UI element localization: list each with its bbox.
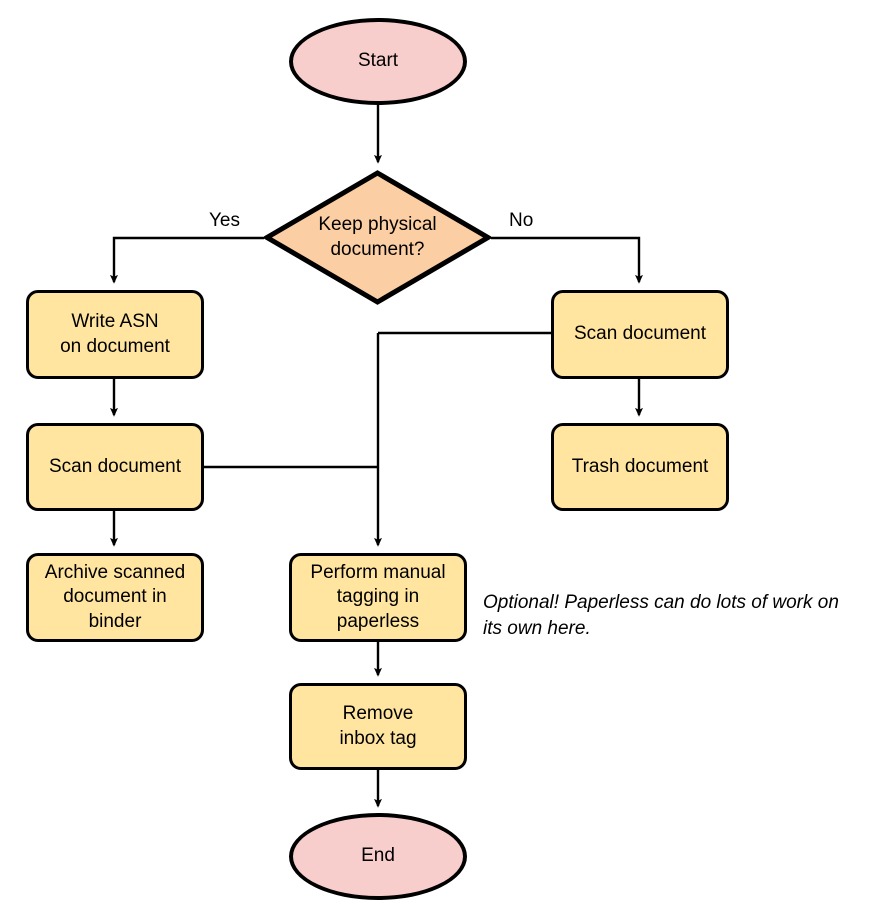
edge-decision-yes-to-write-asn xyxy=(110,236,264,284)
node-start-label: Start xyxy=(357,50,399,72)
edge-label-no: No xyxy=(509,210,534,231)
node-archive-binder-label: Archive scanned document in binder xyxy=(44,562,186,632)
node-remove-inbox-tag-label: Remove inbox tag xyxy=(339,703,417,749)
node-scan-document-left-label: Scan document xyxy=(48,455,182,477)
node-trash-document-label: Trash document xyxy=(571,455,709,477)
node-scan-document-right[interactable]: Scan document xyxy=(551,290,729,379)
node-scan-document-left[interactable]: Scan document xyxy=(26,423,204,511)
edge-decision-no-to-scan-right xyxy=(491,236,643,284)
node-remove-inbox-tag[interactable]: Remove inbox tag xyxy=(289,683,467,770)
node-trash-document[interactable]: Trash document xyxy=(551,423,729,511)
node-archive-scanned-document-in-binder[interactable]: Archive scanned document in binder xyxy=(26,553,204,642)
node-start[interactable]: Start xyxy=(289,18,467,105)
node-keep-physical-document-label: Keep physical document? xyxy=(318,214,437,260)
annotation-optional-note: Optional! Paperless can do lots of work … xyxy=(483,592,839,639)
node-manual-tagging-label: Perform manual tagging in paperless xyxy=(310,562,446,632)
node-end[interactable]: End xyxy=(289,813,467,900)
node-keep-physical-document-decision[interactable]: Keep physical document? xyxy=(264,170,491,305)
edge-label-yes: Yes xyxy=(209,210,240,231)
node-write-asn-on-document[interactable]: Write ASN on document xyxy=(26,290,204,379)
node-scan-document-right-label: Scan document xyxy=(573,323,707,345)
node-end-label: End xyxy=(361,845,395,867)
node-write-asn-label: Write ASN on document xyxy=(60,311,170,357)
diamond-shape-icon xyxy=(264,170,491,305)
node-perform-manual-tagging-in-paperless[interactable]: Perform manual tagging in paperless xyxy=(289,553,467,642)
